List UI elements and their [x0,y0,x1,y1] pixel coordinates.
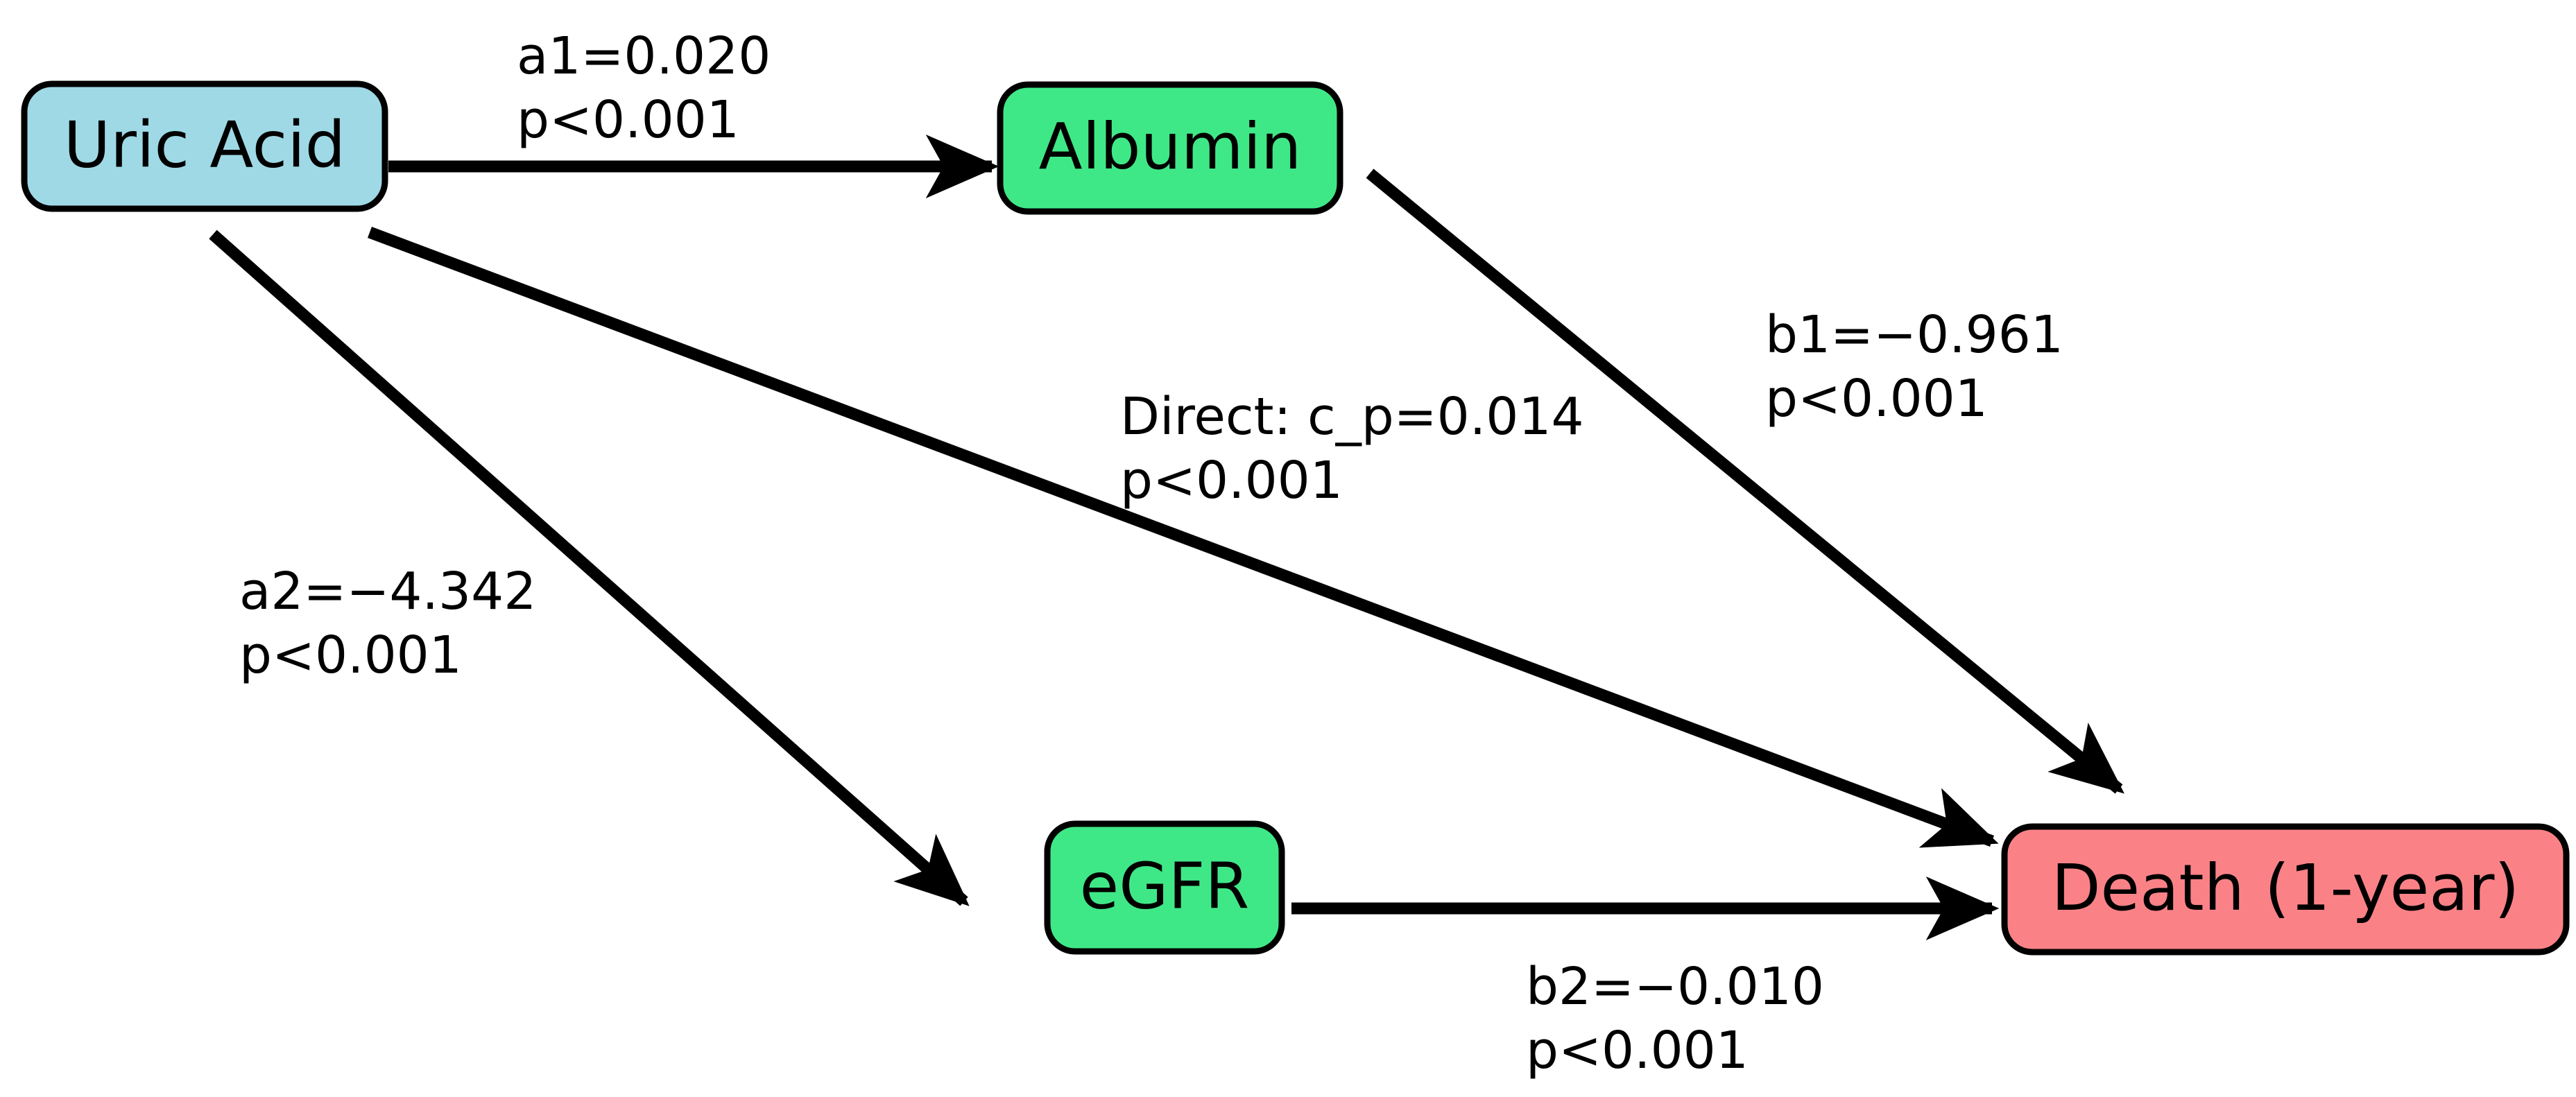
edge-label-b2-coefficient: b2=−0.010 [1526,957,1824,1017]
node-albumin-box[interactable] [997,81,1343,215]
edge-label-b1-coefficient: b1=−0.961 [1765,305,2063,365]
edges-layer [209,135,2124,940]
edge-label-a2-pvalue: p<0.001 [239,625,462,685]
edge-label-a2: a2=−4.342 p<0.001 [239,562,536,685]
edge-a2 [209,230,970,906]
edge-label-b2-pvalue: p<0.001 [1526,1021,1749,1080]
node-egfr-label: eGFR [1080,849,1250,923]
edge-label-b1: b1=−0.961 p<0.001 [1765,305,2063,429]
edge-label-a2-coefficient: a2=−4.342 [239,562,536,621]
node-albumin-label: Albumin [1039,110,1302,184]
edge-direct-c-prime [368,227,1999,848]
edge-label-a1-pvalue: p<0.001 [517,90,739,150]
node-egfr[interactable]: eGFR [1044,820,1285,955]
node-death-1-year[interactable]: Death (1-year) [2001,823,2570,956]
edge-label-a1-coefficient: a1=0.020 [517,26,771,86]
edge-label-b1-pvalue: p<0.001 [1765,369,1988,429]
node-uric-acid[interactable]: Uric Acid [21,80,388,212]
edge-label-direct-c-prime-coefficient: Direct: c_p=0.014 [1120,387,1584,447]
edge-label-a1: a1=0.020 p<0.001 [517,26,771,150]
node-death-1-year-box[interactable] [2001,823,2570,956]
edge-label-b2: b2=−0.010 p<0.001 [1526,957,1824,1080]
node-uric-acid-box[interactable] [21,80,388,212]
node-death-1-year-label: Death (1-year) [2052,851,2520,925]
node-albumin[interactable]: Albumin [997,81,1343,215]
nodes-layer: Uric Acid Albumin eGFR Death (1-year) [21,80,2570,956]
edge-label-direct-c-prime: Direct: c_p=0.014 p<0.001 [1120,387,1584,510]
edge-b1 [1366,169,2124,794]
edge-labels-layer: a1=0.020 p<0.001 a2=−4.342 p<0.001 Direc… [239,26,2063,1080]
edge-label-direct-c-prime-pvalue: p<0.001 [1120,451,1343,510]
node-egfr-box[interactable] [1044,820,1285,955]
node-uric-acid-label: Uric Acid [64,107,345,182]
